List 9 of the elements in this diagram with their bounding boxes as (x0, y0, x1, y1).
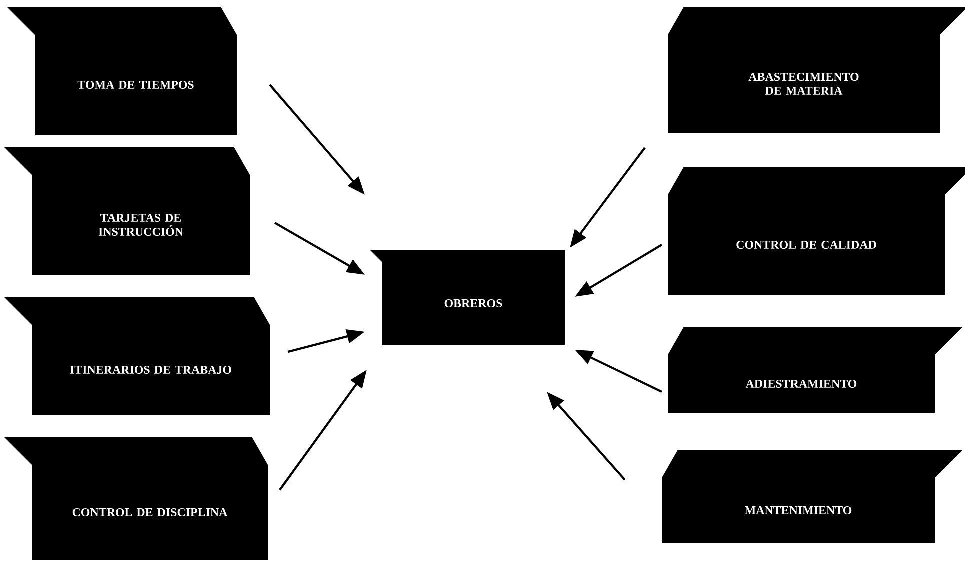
block-drawing: ABASTECIMIENTO DE MATERIA (668, 7, 965, 133)
block-drawing: TARJETAS DE INSTRUCCIÓN (4, 146, 250, 275)
block-drawing: CONTROL DE CALIDAD (668, 166, 965, 295)
block-drawing: ADIESTRAMIENTO (668, 326, 963, 413)
block-drawing: ITINERARIOS DE TRABAJO (4, 296, 270, 415)
block-drawing: OBREROS (370, 250, 565, 345)
block-drawing: CONTROL DE DISCIPLINA (4, 436, 268, 560)
block-drawing: TOMA DE TIEMPOS (7, 7, 237, 135)
block-drawing: MANTENIMIENTO (662, 450, 963, 543)
